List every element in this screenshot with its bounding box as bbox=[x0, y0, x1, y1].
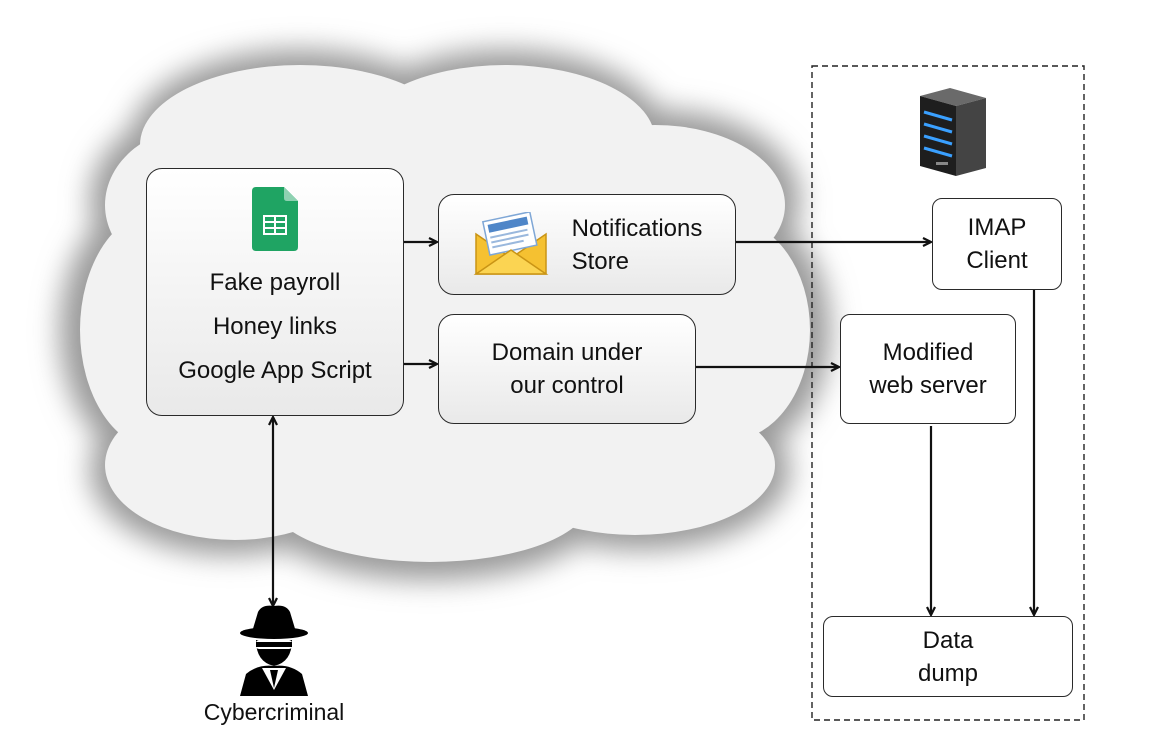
datadump-line-2: dump bbox=[917, 659, 979, 687]
notifications-line-1: Notifications bbox=[571, 214, 703, 242]
spy-hat-icon bbox=[240, 605, 308, 696]
datadump-line-1: Data bbox=[922, 626, 974, 654]
domain-line-2: our control bbox=[510, 372, 624, 399]
webserver-line-2: web server bbox=[869, 372, 987, 399]
imap-line-1: IMAP bbox=[967, 214, 1027, 241]
imap-client-box: IMAP Client bbox=[932, 198, 1062, 290]
domain-line-1: Domain under bbox=[491, 339, 643, 366]
google-sheet-box: Fake payroll Honey links Google App Scri… bbox=[146, 168, 404, 416]
google-sheets-icon bbox=[252, 187, 298, 251]
data-dump-box: Data dump bbox=[823, 616, 1073, 697]
sheet-line-honey-links: Honey links bbox=[212, 313, 338, 340]
sheet-line-fake-payroll: Fake payroll bbox=[209, 269, 341, 296]
webserver-line-1: Modified bbox=[882, 339, 974, 366]
cybercriminal-label: Cybercriminal bbox=[203, 699, 345, 725]
domain-under-control-box: Domain under our control bbox=[438, 314, 696, 424]
notifications-line-2: Store bbox=[571, 247, 629, 275]
modified-web-server-box: Modified web server bbox=[840, 314, 1016, 424]
sheet-line-app-script: Google App Script bbox=[178, 357, 372, 384]
imap-line-2: Client bbox=[966, 247, 1028, 274]
envelope-icon bbox=[473, 211, 549, 275]
server-boundary bbox=[811, 65, 1085, 721]
notifications-store-box: Notifications Store bbox=[438, 194, 736, 295]
server-rack-icon bbox=[920, 88, 986, 176]
